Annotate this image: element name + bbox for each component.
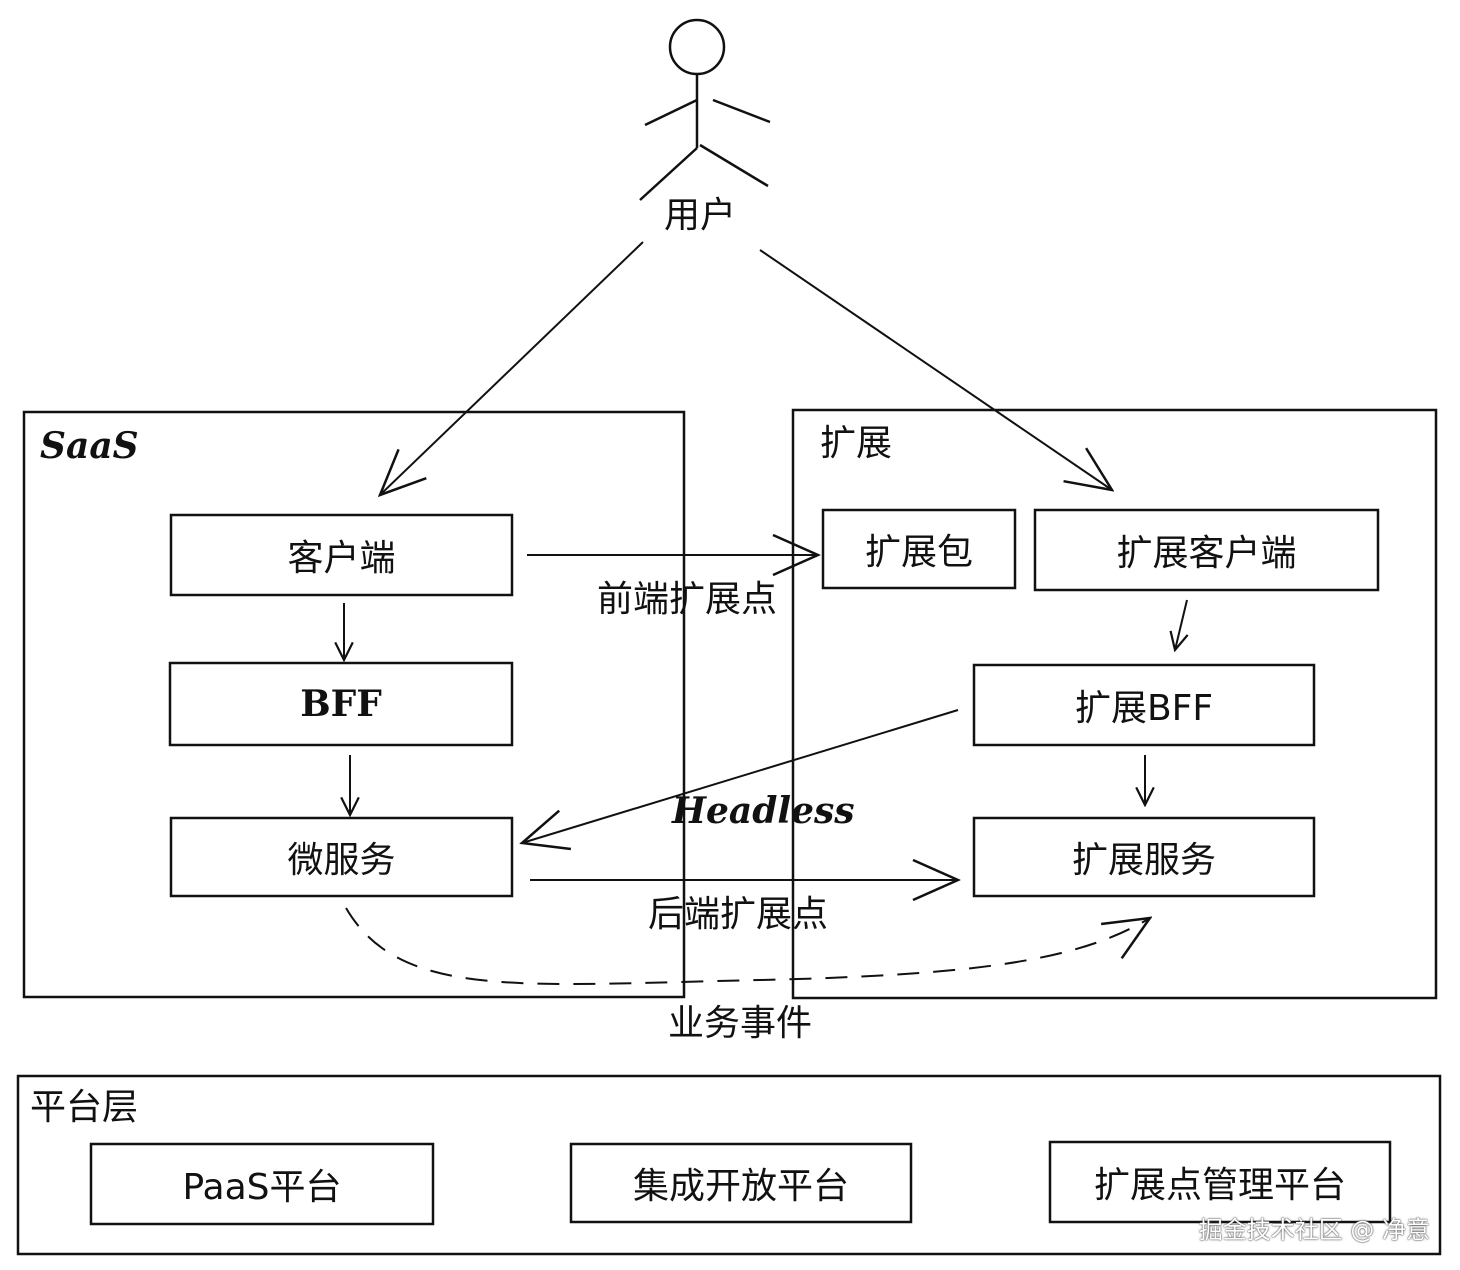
microservice-box[interactable] <box>169 816 514 898</box>
ext-service-label: 扩展服务 <box>1071 840 1216 881</box>
ext-package-box[interactable] <box>821 508 1017 590</box>
integration-label: 集成开放平台 <box>632 1166 849 1207</box>
client-label: 客户端 <box>287 538 396 579</box>
ext-bff-box[interactable] <box>972 663 1316 747</box>
saas-container <box>22 410 686 999</box>
headless-label: Headless <box>672 790 855 832</box>
bff-label: BFF <box>300 683 382 725</box>
ext-service-box[interactable] <box>972 816 1316 898</box>
saas-container-title: SaaS <box>40 425 139 467</box>
paas-label: PaaS平台 <box>182 1167 342 1208</box>
paas-box[interactable] <box>89 1142 435 1226</box>
user-label: 用户 <box>664 195 737 236</box>
backend-ext-point-label: 后端扩展点 <box>648 894 829 935</box>
business-event-label: 业务事件 <box>668 1003 813 1044</box>
ext-package-label: 扩展包 <box>864 532 973 573</box>
platform-container <box>16 1074 1442 1256</box>
headless-arrow <box>522 709 959 843</box>
business-event-arrow <box>345 907 1150 986</box>
ext-point-mgmt-label: 扩展点管理平台 <box>1093 1165 1346 1206</box>
ext-client-label: 扩展客户端 <box>1116 533 1297 574</box>
ext-bff-label: 扩展BFF <box>1074 688 1214 729</box>
watermark: 掘金技术社区 @ 净意 <box>1198 1216 1430 1244</box>
microservice-label: 微服务 <box>287 840 396 881</box>
bff-box[interactable] <box>168 661 514 747</box>
user-to-client-arrow <box>380 241 644 495</box>
ext-client-to-ext-bff-arrow <box>1175 599 1187 650</box>
ext-point-mgmt-box[interactable] <box>1048 1140 1392 1224</box>
integration-box[interactable] <box>569 1142 913 1224</box>
extension-container <box>791 408 1438 1000</box>
client-box[interactable] <box>169 513 514 597</box>
platform-container-title: 平台层 <box>30 1087 139 1128</box>
frontend-ext-point-label: 前端扩展点 <box>597 579 778 620</box>
user-figure <box>639 18 771 201</box>
user-to-ext-client-arrow <box>759 249 1112 490</box>
extension-container-title: 扩展 <box>820 423 893 464</box>
ext-client-box[interactable] <box>1033 508 1380 592</box>
